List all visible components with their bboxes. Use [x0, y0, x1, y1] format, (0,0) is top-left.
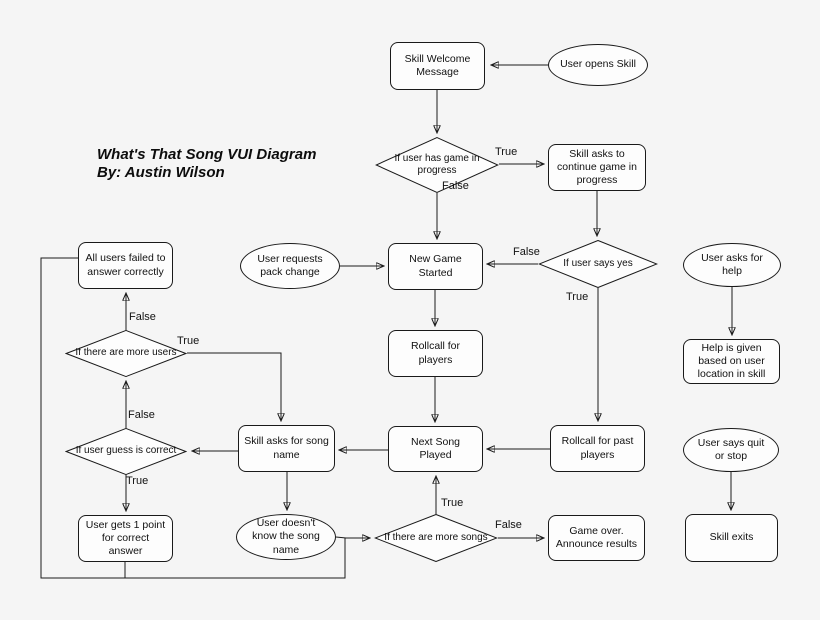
edge-label-false: False [442, 180, 469, 192]
edge-label-false: False [128, 409, 155, 421]
node-user-opens-skill: User opens Skill [548, 44, 648, 86]
node-label: User opens Skill [560, 58, 636, 71]
edge-doesnt-know-to-more-songs [335, 536, 347, 539]
decision-game-in-progress: If user has game in progress [375, 137, 499, 193]
node-continue-game: Skill asks to continue game in progress [548, 144, 646, 191]
diagram-title-line1: What's That Song VUI Diagram [97, 146, 317, 163]
node-label: If there are more songs [384, 531, 488, 543]
node-label: All users failed to answer correctly [85, 252, 166, 278]
node-label: User gets 1 point for correct answer [85, 518, 166, 558]
node-label: Skill Welcome Message [404, 52, 471, 78]
node-next-song-played: Next Song Played [388, 426, 483, 472]
edge-label-false: False [513, 246, 540, 258]
edge-label-false: False [495, 519, 522, 531]
node-skill-asks-song-name: Skill asks for song name [238, 425, 335, 472]
edge-label-false: False [129, 311, 156, 323]
node-label: Game over. Announce results [555, 524, 638, 550]
node-label: If there are more users [75, 347, 177, 359]
node-label: Next Song Played [410, 435, 461, 461]
node-user-says-quit: User says quit or stop [683, 428, 779, 472]
node-label: Skill exits [709, 531, 754, 544]
node-rollcall-past-players: Rollcall for past players [550, 425, 645, 472]
decision-more-songs: If there are more songs [374, 514, 498, 562]
node-label: User says quit or stop [697, 436, 765, 462]
node-label: If user says yes [563, 257, 633, 269]
node-label: User requests pack change [257, 252, 323, 278]
node-label: New Game Started [409, 253, 462, 279]
node-label: Rollcall for past players [561, 435, 634, 461]
node-label: If user has game in progress [394, 152, 480, 177]
node-user-requests-pack-change: User requests pack change [240, 243, 340, 289]
diamond-shape [374, 514, 498, 562]
node-label: Help is given based on user location in … [697, 341, 766, 381]
node-label: Skill asks to continue game in progress [557, 147, 637, 187]
decision-guess-correct: If user guess is correct [65, 428, 187, 475]
node-rollcall-players: Rollcall for players [388, 330, 483, 377]
edge-label-true: True [566, 291, 589, 303]
node-label: If user guess is correct [75, 445, 177, 457]
edge-label-true: True [441, 497, 464, 509]
node-user-asks-for-help: User asks for help [683, 243, 781, 287]
node-all-users-failed: All users failed to answer correctly [78, 242, 173, 289]
node-label: Rollcall for players [410, 340, 460, 366]
diamond-shape [538, 240, 658, 288]
node-label: User asks for help [701, 251, 763, 277]
edge-label-true: True [126, 475, 149, 487]
edge-label-true: True [495, 146, 518, 158]
decision-user-says-yes: If user says yes [538, 240, 658, 288]
node-label: Skill asks for song name [244, 435, 329, 461]
diamond-shape [65, 428, 187, 475]
node-help-given: Help is given based on user location in … [683, 339, 780, 384]
edge-label-true: True [177, 335, 200, 347]
node-skill-exits: Skill exits [685, 514, 778, 562]
diamond-shape [65, 330, 187, 377]
node-user-gets-point: User gets 1 point for correct answer [78, 515, 173, 562]
diamond-shape [375, 137, 499, 193]
edge-more-users-true [187, 352, 281, 421]
node-user-doesnt-know-song: User doesn't know the song name [236, 514, 336, 560]
node-new-game-started: New Game Started [388, 243, 483, 290]
diagram-author: By: Austin Wilson [97, 164, 225, 182]
node-game-over: Game over. Announce results [548, 515, 645, 561]
diagram-title: What's That Song VUI Diagram By: Austin … [97, 146, 357, 183]
node-skill-welcome-message: Skill Welcome Message [390, 42, 485, 90]
node-label: User doesn't know the song name [252, 517, 320, 556]
decision-more-users: If there are more users [65, 330, 187, 377]
